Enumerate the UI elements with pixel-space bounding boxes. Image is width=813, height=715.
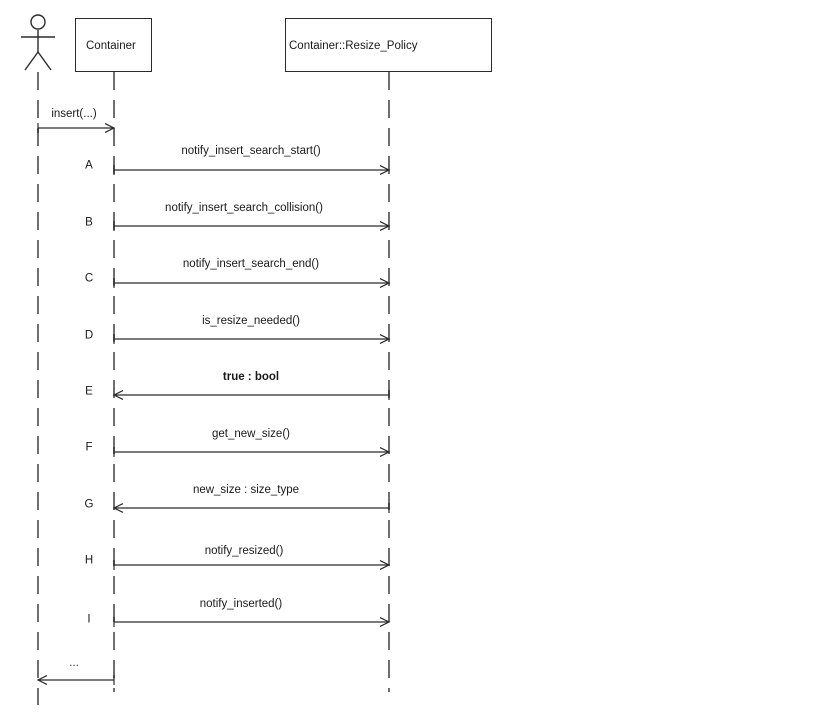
message-arrowhead-7 bbox=[112, 503, 124, 513]
step-label-I: I bbox=[87, 613, 91, 626]
lifelines-group bbox=[37, 72, 390, 705]
step-label-A: A bbox=[85, 159, 93, 172]
message-label-ellipsis: ... bbox=[69, 657, 79, 669]
message-label-A: notify_insert_search_start() bbox=[181, 145, 321, 157]
message-arrowhead-4 bbox=[379, 334, 391, 344]
step-label-H: H bbox=[84, 554, 94, 567]
message-arrows-group bbox=[36, 123, 391, 685]
participant-box-resize_policy[interactable] bbox=[285, 18, 492, 72]
participant-label-resize_policy: Container::Resize_Policy bbox=[289, 40, 418, 52]
step-label-C: C bbox=[84, 272, 94, 285]
message-label-D: is_resize_needed() bbox=[202, 315, 300, 327]
actor-head-icon bbox=[30, 14, 46, 30]
message-arrowhead-6 bbox=[379, 447, 391, 457]
step-label-B: B bbox=[85, 216, 93, 229]
message-label-E: true : bool bbox=[222, 371, 280, 383]
message-arrowhead-0 bbox=[104, 123, 116, 133]
step-label-E: E bbox=[85, 385, 93, 398]
message-label-I: notify_inserted() bbox=[199, 598, 283, 610]
message-arrowhead-1 bbox=[379, 165, 391, 175]
message-arrowhead-5 bbox=[112, 390, 124, 400]
actor-left-leg-line bbox=[24, 51, 39, 71]
message-label-B: notify_insert_search_collision() bbox=[165, 202, 323, 214]
message-arrowhead-3 bbox=[379, 278, 391, 288]
step-label-G: G bbox=[84, 498, 94, 511]
message-label-H: notify_resized() bbox=[204, 545, 284, 557]
participant-label-container: Container bbox=[86, 40, 136, 52]
message-label-insert: insert(...) bbox=[51, 108, 97, 120]
message-label-F: get_new_size() bbox=[212, 428, 290, 440]
message-label-C: notify_insert_search_end() bbox=[182, 258, 320, 270]
step-label-F: F bbox=[85, 441, 93, 454]
message-arrowhead-9 bbox=[379, 617, 391, 627]
message-arrowhead-2 bbox=[379, 221, 391, 231]
message-arrowhead-8 bbox=[379, 560, 391, 570]
message-arrowhead-10 bbox=[36, 675, 48, 685]
message-label-G: new_size : size_type bbox=[192, 484, 300, 496]
participant-box-container[interactable] bbox=[75, 18, 152, 72]
actor-right-leg-line bbox=[37, 51, 52, 71]
actor-stick-figure-icon bbox=[21, 14, 55, 71]
step-label-D: D bbox=[84, 329, 94, 342]
